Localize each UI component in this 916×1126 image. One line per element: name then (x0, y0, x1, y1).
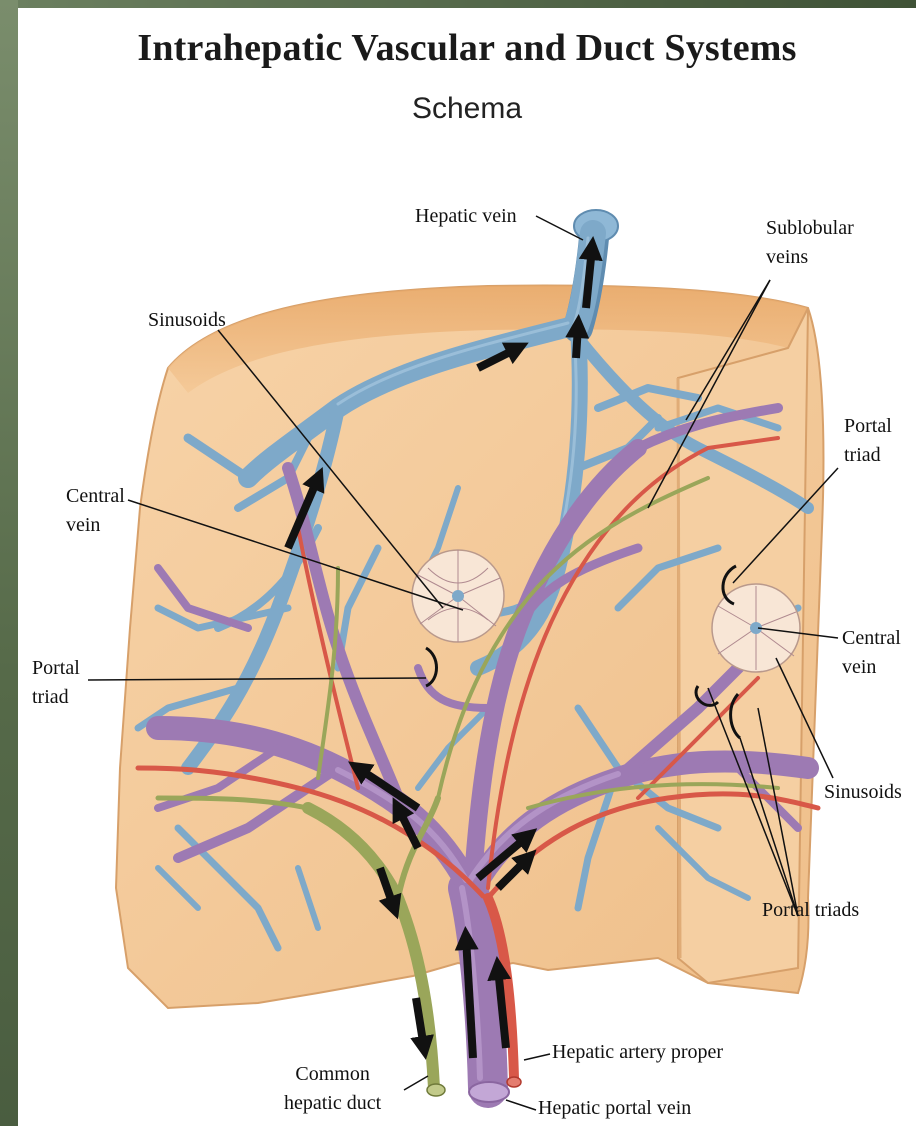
label-common-hepatic-duct-line1: Common (284, 1060, 381, 1089)
label-central-vein-left: Central vein (66, 482, 125, 540)
label-common-hepatic-duct-line2: hepatic duct (284, 1089, 381, 1118)
label-portal-triad-left: Portal triad (32, 654, 80, 712)
label-sublobular-veins: Sublobular veins (766, 214, 854, 272)
label-central-vein-right-line1: Central (842, 624, 901, 653)
slide-frame-left (0, 0, 18, 1126)
label-portal-triad-left-line1: Portal (32, 654, 80, 683)
label-hepatic-artery-proper: Hepatic artery proper (552, 1038, 723, 1067)
label-central-vein-left-line1: Central (66, 482, 125, 511)
label-common-hepatic-duct: Common hepatic duct (284, 1060, 381, 1118)
label-sublobular-veins-line2: veins (766, 243, 854, 272)
lobule-left (412, 550, 504, 642)
label-hepatic-portal-vein: Hepatic portal vein (538, 1094, 691, 1123)
label-portal-triad-right-line1: Portal (844, 412, 892, 441)
label-portal-triad-left-line2: triad (32, 683, 80, 712)
label-central-vein-left-line2: vein (66, 511, 125, 540)
label-hepatic-vein: Hepatic vein (415, 202, 517, 231)
label-central-vein-right-line2: vein (842, 653, 901, 682)
liver-vascular-diagram (18, 8, 916, 1126)
label-sinusoids-left: Sinusoids (148, 306, 226, 335)
label-portal-triads: Portal triads (762, 896, 859, 925)
figure-panel: Intrahepatic Vascular and Duct Systems S… (18, 8, 916, 1126)
label-sinusoids-right: Sinusoids (824, 778, 902, 807)
label-central-vein-right: Central vein (842, 624, 901, 682)
label-sublobular-veins-line1: Sublobular (766, 214, 854, 243)
label-portal-triad-right: Portal triad (844, 412, 892, 470)
label-portal-triad-right-line2: triad (844, 441, 892, 470)
slide-frame-top (0, 0, 916, 8)
